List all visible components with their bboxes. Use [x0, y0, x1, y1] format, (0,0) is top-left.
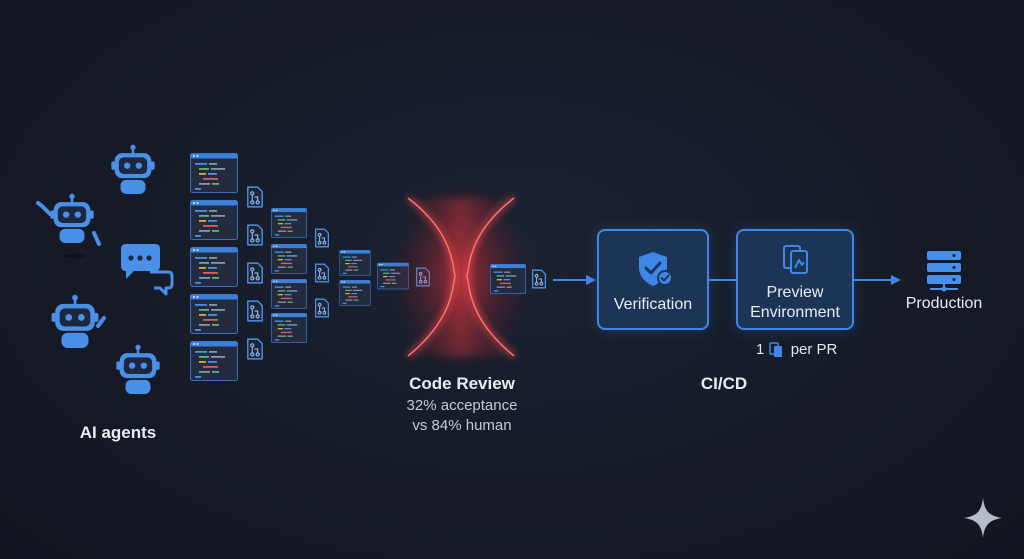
pull-request-icon — [247, 186, 263, 208]
code-window-icon — [490, 264, 526, 294]
code-window-icon — [271, 313, 307, 343]
preview-label-line2: Environment — [750, 304, 840, 321]
verification-label: Verification — [613, 296, 693, 313]
pull-request-icon — [314, 298, 330, 318]
code-window-icon — [190, 247, 238, 287]
agent-robot-middle — [51, 294, 106, 348]
agent-robot-waving — [36, 193, 101, 258]
production-label: Production — [905, 295, 983, 312]
pull-request-icon — [314, 263, 330, 283]
agent-robot-bottom — [116, 344, 160, 394]
code-review-comparison: vs 84% human — [412, 417, 512, 434]
code-window-icon — [271, 279, 307, 309]
device-copies-icon — [768, 342, 782, 358]
device-copies-icon — [783, 245, 808, 274]
code-window-icon — [190, 200, 238, 240]
shield-check-icon — [639, 252, 673, 286]
per-pr-text: per PR — [790, 341, 838, 359]
pull-request-icon — [247, 338, 263, 360]
agent-robot-top — [111, 144, 155, 194]
hourglass-funnel-icon — [391, 181, 531, 371]
code-window-icon — [339, 250, 371, 276]
pull-request-icon — [531, 269, 547, 289]
pull-request-icon — [314, 228, 330, 248]
verification-box: Verification — [597, 229, 709, 330]
code-review-acceptance: 32% acceptance — [406, 397, 518, 414]
chat-bubbles-icon — [121, 244, 174, 296]
code-review-title: Code Review — [409, 374, 515, 393]
code-window-icon — [190, 294, 238, 334]
preview-label-line1: Preview — [766, 284, 824, 301]
sparkle-icon — [964, 498, 1002, 538]
pull-request-icon — [247, 262, 263, 284]
pull-request-icon — [247, 224, 263, 246]
per-pr-count: 1 — [756, 341, 765, 359]
code-window-icon — [190, 341, 238, 381]
code-window-icon — [271, 208, 307, 238]
code-window-icon — [271, 244, 307, 274]
cicd-label: CI/CD — [700, 374, 748, 393]
ai-agents-label: AI agents — [79, 423, 157, 442]
server-stack-icon — [927, 251, 961, 292]
preview-environment-box: Preview Environment — [736, 229, 854, 330]
pull-request-icon — [247, 300, 263, 322]
code-window-icon — [190, 153, 238, 193]
code-window-icon — [339, 280, 371, 306]
per-pr-note: 1 per PR — [756, 340, 837, 360]
